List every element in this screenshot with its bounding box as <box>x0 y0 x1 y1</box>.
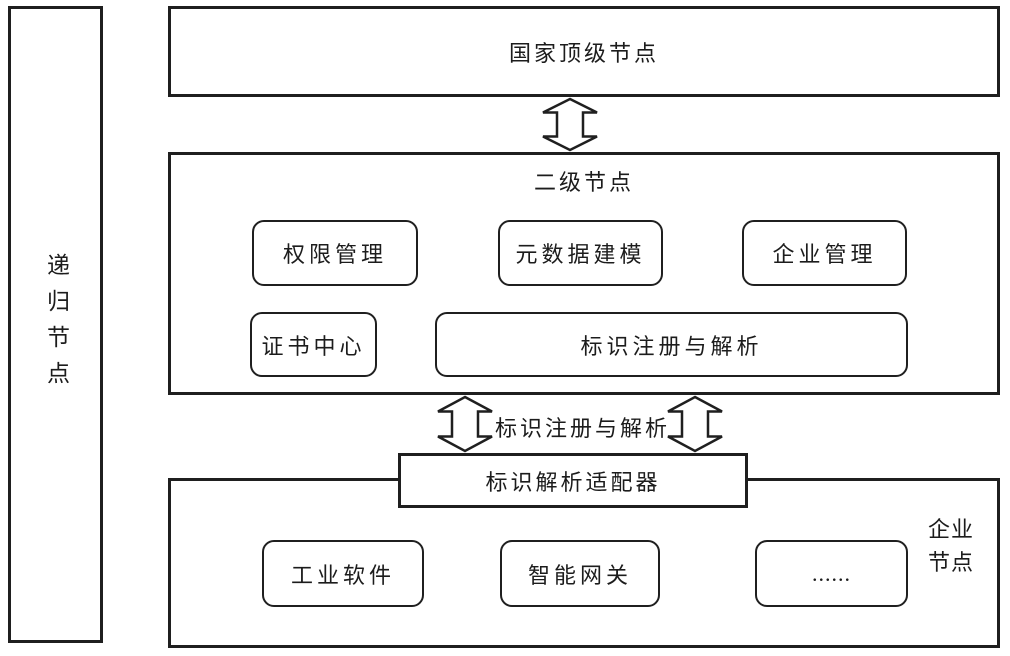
recursive-node-label: 递归节点 <box>43 252 69 397</box>
enterprise-mgmt-box: 企业管理 <box>742 220 907 286</box>
id-resolution-adapter-box: 标识解析适配器 <box>398 453 748 508</box>
metadata-modeling-label: 元数据建模 <box>515 242 646 267</box>
smart-gateway-label: 智能网关 <box>527 562 632 588</box>
recursive-node-box: 递归节点 <box>8 6 103 643</box>
industrial-software-label: 工业软件 <box>290 562 395 588</box>
ellipsis-box: ...... <box>755 540 908 607</box>
ellipsis-label: ...... <box>812 560 851 586</box>
double-arrow-icon <box>542 97 598 152</box>
permission-mgmt-label: 权限管理 <box>282 242 387 267</box>
double-arrow-icon <box>437 395 493 453</box>
second-node-label: 二级节点 <box>533 170 634 195</box>
top-node-label: 国家顶级节点 <box>508 40 659 66</box>
cert-center-label: 证书中心 <box>261 333 366 359</box>
id-resolution-adapter-label: 标识解析适配器 <box>485 469 661 495</box>
industrial-software-box: 工业软件 <box>262 540 424 607</box>
id-registration-resolution-box: 标识注册与解析 <box>435 312 908 377</box>
enterprise-mgmt-label: 企业管理 <box>772 242 877 267</box>
smart-gateway-box: 智能网关 <box>500 540 660 607</box>
enterprise-node-label: 企业节点 <box>928 517 975 575</box>
cert-center-box: 证书中心 <box>250 312 377 377</box>
permission-mgmt-box: 权限管理 <box>252 220 418 286</box>
top-node-box: 国家顶级节点 <box>168 6 1000 97</box>
metadata-modeling-box: 元数据建模 <box>498 220 663 286</box>
link-label: 标识注册与解析 <box>495 416 671 441</box>
double-arrow-icon <box>667 395 723 453</box>
id-registration-resolution-label: 标识注册与解析 <box>580 333 763 359</box>
